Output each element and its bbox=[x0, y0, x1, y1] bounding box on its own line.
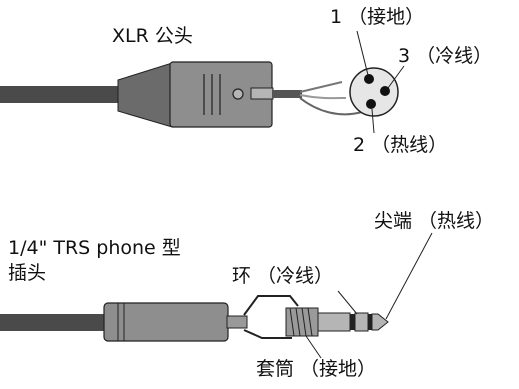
trs-tip bbox=[371, 313, 389, 331]
trs-cable bbox=[0, 314, 106, 331]
xlr-pin2-label: 2 （热线） bbox=[353, 134, 448, 156]
xlr-pin1-label: 1 （接地） bbox=[330, 6, 425, 28]
trs-lug-sleeve bbox=[243, 329, 292, 339]
trs-neck bbox=[226, 315, 248, 329]
trs-thread bbox=[289, 307, 295, 337]
xlr-title: XLR 公头 bbox=[112, 25, 193, 47]
xlr-boot bbox=[117, 62, 173, 128]
trs-ring-label: 环 （冷线） bbox=[232, 265, 334, 287]
xlr-wire-cold bbox=[299, 94, 347, 100]
trs-insulator bbox=[350, 314, 355, 330]
xlr-wire-ground bbox=[299, 81, 343, 93]
trs-body bbox=[103, 302, 229, 342]
trs-title-line1: 1/4" TRS phone 型 bbox=[8, 237, 181, 259]
trs-insulator bbox=[368, 314, 372, 330]
xlr-pin3-label: 3 （冷线） bbox=[398, 45, 493, 67]
xlr-cable bbox=[0, 86, 120, 103]
xlr-pin-1 bbox=[364, 74, 374, 84]
xlr-pin-2 bbox=[366, 99, 376, 109]
trs-lug-ring bbox=[243, 295, 299, 316]
xlr-exit-cord bbox=[272, 90, 302, 98]
trs-thread bbox=[295, 307, 301, 337]
trs-sleeve-label: 套筒 （接地） bbox=[256, 358, 377, 380]
leader-sleeve bbox=[305, 335, 322, 359]
trs-thread bbox=[307, 307, 313, 337]
xlr-tab bbox=[250, 87, 274, 100]
leader-pin1 bbox=[356, 30, 369, 76]
leader-tip bbox=[385, 232, 433, 320]
trs-shaft-sleeve bbox=[317, 312, 351, 332]
xlr-pin-3 bbox=[380, 86, 390, 96]
leader-ring bbox=[337, 290, 358, 315]
xlr-connector bbox=[0, 30, 405, 134]
trs-tip-label: 尖端 （热线） bbox=[374, 210, 495, 232]
xlr-pin-face bbox=[349, 67, 399, 117]
xlr-latch-circle bbox=[232, 88, 244, 100]
trs-title-line2: 插头 bbox=[8, 262, 47, 284]
trs-thread bbox=[301, 307, 307, 337]
leader-pin2 bbox=[371, 108, 375, 134]
trs-connector bbox=[0, 232, 433, 359]
xlr-wire-hot bbox=[299, 97, 363, 116]
leader-pin3 bbox=[387, 65, 405, 89]
trs-ring bbox=[354, 312, 369, 332]
